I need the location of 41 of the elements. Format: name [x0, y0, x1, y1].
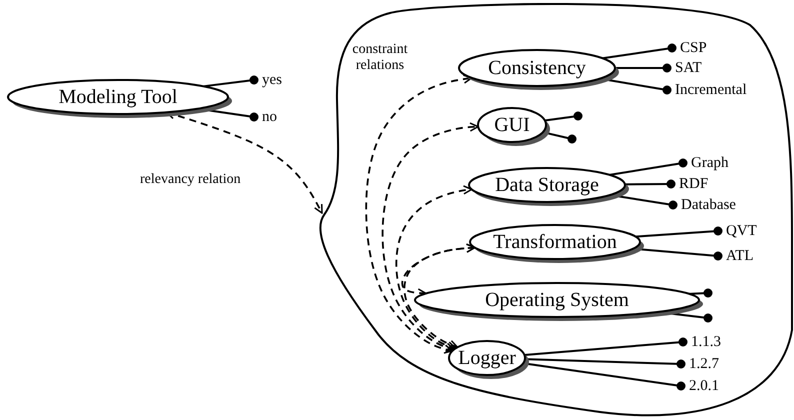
option-connector — [544, 112, 582, 122]
option-label: yes — [254, 70, 282, 90]
feature-ellipse — [468, 223, 646, 265]
feature-ellipse — [457, 48, 621, 92]
option-label: 2.0.1 — [681, 376, 719, 396]
option-connector — [624, 180, 676, 188]
feature-label: GUI — [493, 112, 531, 138]
option-label: no — [254, 107, 277, 127]
relation-arrow — [395, 185, 472, 351]
feature-label: Operating System — [484, 288, 630, 312]
option-label: 1.1.3 — [683, 332, 721, 352]
option-label: ATL — [718, 246, 754, 266]
feature-label: Transformation — [492, 230, 618, 254]
option-label: Database — [673, 195, 736, 215]
option-label: QVT — [718, 221, 757, 241]
feature-label: Modeling Tool — [58, 84, 178, 110]
feature-ellipse — [447, 339, 531, 381]
option-label: RDF — [671, 174, 708, 194]
edge-label: relevancy relation — [140, 172, 241, 188]
relation-arrow — [382, 122, 479, 352]
option-label: SAT — [667, 58, 702, 78]
option-connector — [609, 158, 688, 176]
feature-ellipse — [413, 281, 705, 323]
annotation-text: constraint relations — [351, 42, 409, 74]
option-connector — [615, 64, 672, 72]
option-connector — [602, 44, 676, 60]
feature-label: Logger — [457, 346, 517, 370]
feature-label: Data Storage — [494, 172, 600, 198]
option-label: Incremental — [667, 80, 747, 100]
feature-ellipse — [467, 166, 631, 208]
feature-label: Consistency — [487, 56, 587, 80]
option-label: CSP — [672, 38, 707, 58]
feature-ellipse — [476, 106, 552, 148]
option-label: 1.2.7 — [681, 354, 719, 374]
feature-ellipse — [6, 78, 234, 120]
relation-arrow — [365, 74, 473, 354]
option-label: Graph — [683, 153, 728, 173]
option-connector — [635, 226, 722, 238]
option-connector — [689, 288, 712, 298]
option-connector — [524, 338, 688, 356]
option-connector — [203, 76, 258, 88]
